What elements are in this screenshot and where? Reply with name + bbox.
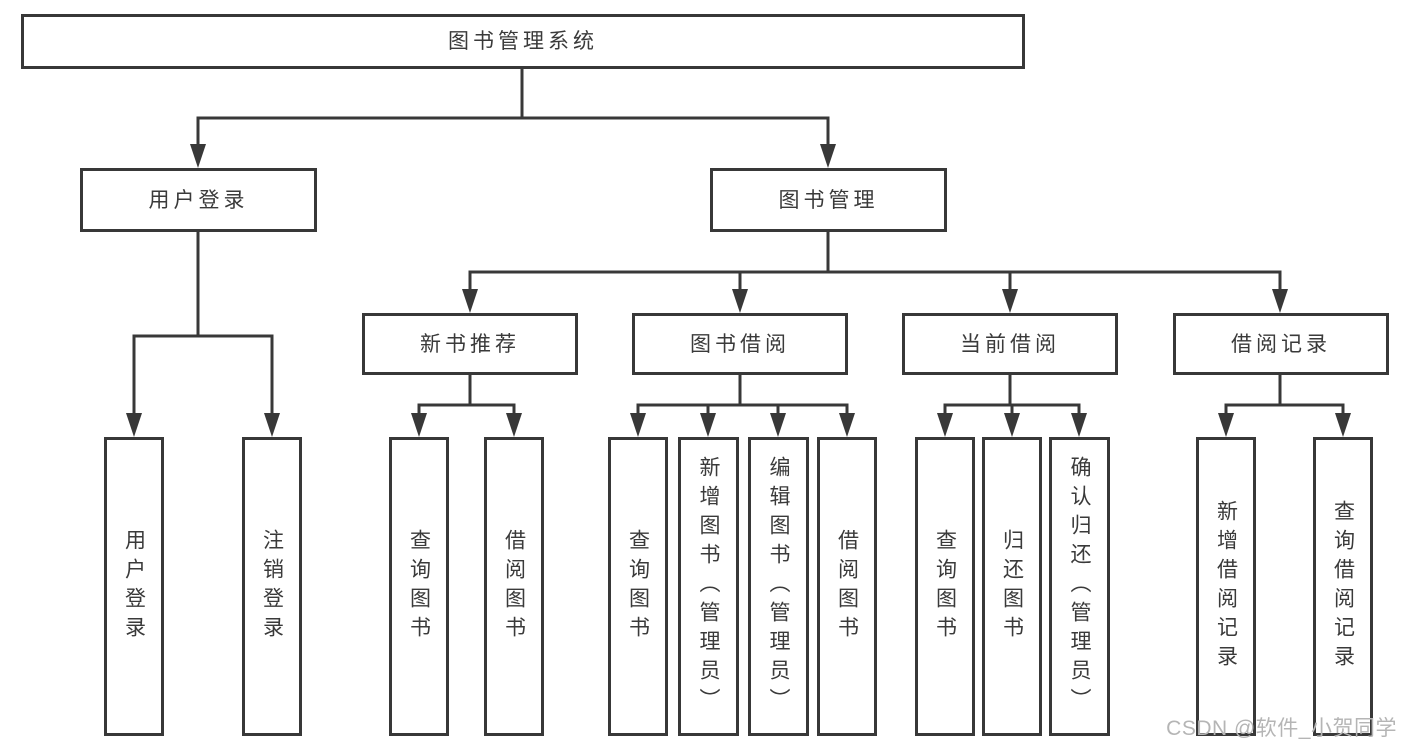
leaf-cb-return-books: 归还图书 <box>982 437 1042 736</box>
leaf-bb-edit-books-admin-label: 编辑图书（管理员） <box>767 456 790 717</box>
leaf-bb-borrow-books-label: 借阅图书 <box>835 528 859 645</box>
leaf-cb-query-books-label: 查询图书 <box>933 528 957 645</box>
node-new-book-recommend: 新书推荐 <box>362 313 578 375</box>
node-user-login-label: 用户登录 <box>148 188 249 212</box>
leaf-br-add-record-label: 新增借阅记录 <box>1214 499 1238 674</box>
connector-book-management <box>462 232 1288 313</box>
connector-book-borrowing <box>630 375 855 437</box>
connector-new-book-recommend <box>411 375 522 437</box>
node-book-borrowing-label: 图书借阅 <box>690 332 790 356</box>
node-book-borrowing: 图书借阅 <box>632 313 848 375</box>
leaf-br-query-record-label: 查询借阅记录 <box>1331 499 1355 674</box>
leaf-br-query-record: 查询借阅记录 <box>1313 437 1373 736</box>
leaf-nb-query-books: 查询图书 <box>389 437 449 736</box>
node-user-login: 用户登录 <box>80 168 317 232</box>
connector-borrow-records <box>1218 375 1351 437</box>
node-book-management: 图书管理 <box>710 168 947 232</box>
leaf-bb-add-books-admin: 新增图书（管理员） <box>678 437 739 736</box>
leaf-br-add-record: 新增借阅记录 <box>1196 437 1256 736</box>
node-library-system: 图书管理系统 <box>21 14 1025 69</box>
leaf-bb-edit-books-admin: 编辑图书（管理员） <box>748 437 809 736</box>
leaf-bb-add-books-admin-label: 新增图书（管理员） <box>697 456 720 717</box>
leaf-user-login-label: 用户登录 <box>122 528 146 645</box>
leaf-cb-return-books-label: 归还图书 <box>1000 528 1024 645</box>
csdn-watermark: CSDN @软件_小贺同学 <box>1166 717 1397 740</box>
leaf-bb-query-books: 查询图书 <box>608 437 668 736</box>
node-borrow-records-label: 借阅记录 <box>1231 332 1331 356</box>
leaf-user-login: 用户登录 <box>104 437 164 736</box>
leaf-logout-label: 注销登录 <box>260 528 284 645</box>
node-new-book-recommend-label: 新书推荐 <box>420 332 520 356</box>
node-book-management-label: 图书管理 <box>778 188 879 212</box>
leaf-logout: 注销登录 <box>242 437 302 736</box>
leaf-nb-borrow-books-label: 借阅图书 <box>502 528 526 645</box>
leaf-cb-query-books: 查询图书 <box>915 437 975 736</box>
connector-root <box>190 69 836 168</box>
leaf-bb-borrow-books: 借阅图书 <box>817 437 877 736</box>
leaf-nb-borrow-books: 借阅图书 <box>484 437 544 736</box>
connector-user-login <box>126 232 280 437</box>
node-current-borrowing-label: 当前借阅 <box>960 332 1060 356</box>
leaf-nb-query-books-label: 查询图书 <box>407 528 431 645</box>
node-current-borrowing: 当前借阅 <box>902 313 1118 375</box>
node-borrow-records: 借阅记录 <box>1173 313 1389 375</box>
connector-current-borrowing <box>937 375 1087 437</box>
node-library-system-label: 图书管理系统 <box>448 30 598 53</box>
leaf-cb-confirm-return-admin-label: 确认归还（管理员） <box>1068 456 1091 717</box>
leaf-cb-confirm-return-admin: 确认归还（管理员） <box>1049 437 1110 736</box>
leaf-bb-query-books-label: 查询图书 <box>626 528 650 645</box>
